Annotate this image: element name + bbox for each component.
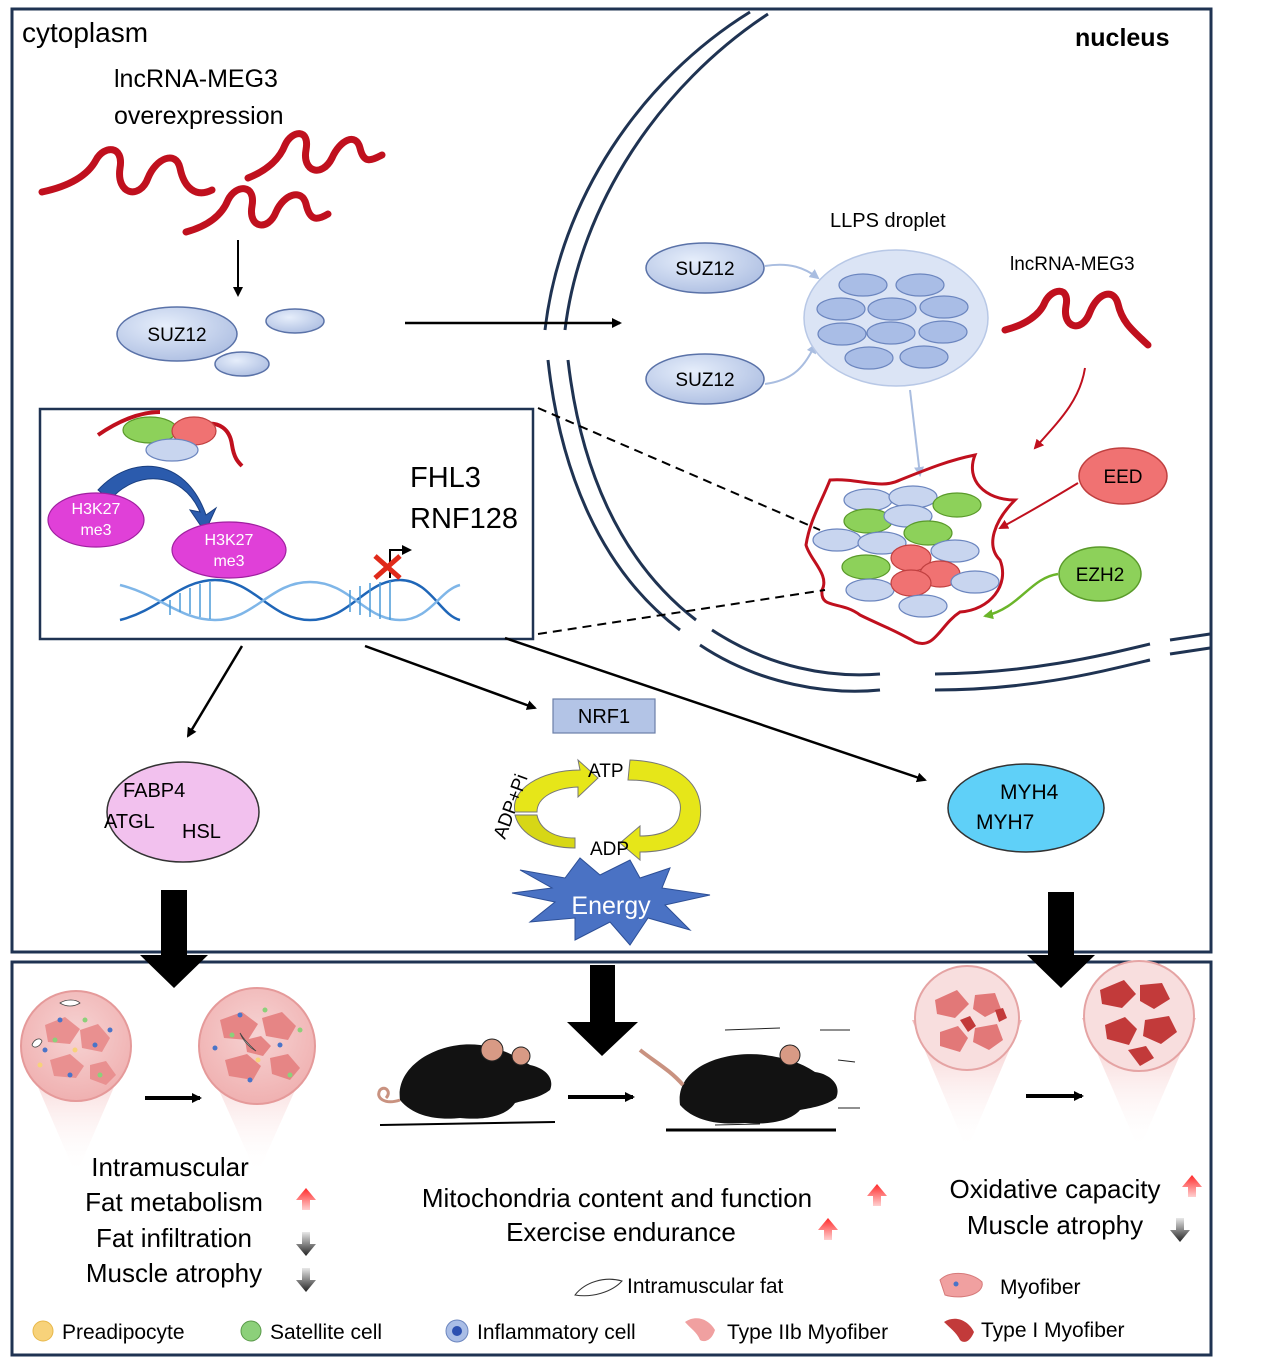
- nuclear-envelope: [543, 10, 1211, 693]
- arrow-to-fat-targets: [186, 645, 244, 738]
- fat-outcome-3: Fat infiltration: [96, 1223, 252, 1253]
- legend: Intramuscular fat Myofiber Preadipocyte …: [32, 1273, 1125, 1344]
- lncrna-nucleus-strand: [1001, 287, 1152, 349]
- fat-targets-oval: FABP4 ATGL HSL: [104, 761, 260, 863]
- muscle-section-after: [198, 987, 316, 1175]
- transcription-blocked-icon: [373, 545, 412, 580]
- suz12-nucleus-lower: SUZ12: [645, 353, 765, 405]
- svg-text:SUZ12: SUZ12: [675, 370, 734, 391]
- lncrna-strands: [38, 130, 386, 236]
- myofiber-icon: [939, 1273, 983, 1298]
- up-arrow-icon: [296, 1188, 316, 1210]
- up-arrow-icon: [1182, 1175, 1202, 1197]
- overexpression-title-line2: overexpression: [114, 102, 284, 130]
- legend-intramuscular-fat: Intramuscular fat: [627, 1275, 784, 1298]
- dna-helix: [119, 578, 461, 622]
- bottom-panel-frame: [10, 960, 1213, 1357]
- gene-rnf128: RNF128: [410, 503, 518, 535]
- legend-satellite-cell: Satellite cell: [270, 1321, 382, 1344]
- fiber-section-before: [912, 965, 1022, 1150]
- nucleus-label: nucleus: [1075, 24, 1169, 52]
- suz12-nucleus-upper: SUZ12: [645, 242, 765, 294]
- lncrna-nucleus-label: lncRNA-MEG3: [1010, 254, 1135, 275]
- oxidative-outcome-2: Muscle atrophy: [967, 1210, 1143, 1240]
- ezh2-oval: EZH2: [1058, 546, 1142, 602]
- arrow-eed-to-complex: [998, 482, 1079, 529]
- legend-inflammatory-cell: Inflammatory cell: [477, 1321, 636, 1344]
- mouse-before: [377, 1038, 556, 1126]
- energy-burst: Energy: [511, 857, 711, 946]
- top-panel-frame: [10, 7, 1213, 954]
- h3k27me3-mark-b: H3K27 me3: [171, 521, 287, 579]
- adp-label: ADP: [590, 839, 629, 860]
- svg-text:me3: me3: [80, 522, 111, 539]
- prc2-complex: [804, 452, 1019, 645]
- arrow-droplet-to-complex: [909, 389, 925, 477]
- legend-type-iib: Type IIb Myofiber: [727, 1321, 888, 1344]
- llps-droplet: [803, 249, 989, 387]
- mito-outcomes: Mitochondria content and function Exerci…: [422, 1183, 887, 1247]
- type-iib-myofiber-icon: [685, 1318, 715, 1342]
- arrow-lncrna-to-complex: [1033, 367, 1086, 450]
- gene-fhl3: FHL3: [410, 462, 481, 494]
- hsl-label: HSL: [182, 821, 221, 843]
- fat-outcome-1: Intramuscular: [91, 1152, 249, 1182]
- oxidative-outcome-1: Oxidative capacity: [950, 1174, 1161, 1204]
- legend-preadipocyte: Preadipocyte: [62, 1321, 185, 1344]
- fiber-section-after: [1082, 960, 1196, 1150]
- atp-cycle: ATP ADP ADP+Pi: [490, 758, 702, 862]
- arrow-to-nrf1: [364, 644, 537, 710]
- atp-label: ATP: [588, 761, 624, 782]
- arrow-to-myh: [504, 636, 927, 783]
- arrow-suz12-lower-to-droplet: [764, 343, 816, 385]
- type-i-myofiber-icon: [944, 1318, 974, 1342]
- myh7-label: MYH7: [976, 811, 1034, 834]
- up-arrow-icon: [867, 1184, 887, 1206]
- svg-text:EED: EED: [1103, 467, 1142, 488]
- fat-outcome-4: Muscle atrophy: [86, 1258, 262, 1288]
- svg-text:me3: me3: [213, 553, 244, 570]
- zoom-line-bottom: [537, 589, 826, 635]
- svg-text:EZH2: EZH2: [1076, 565, 1125, 586]
- llps-droplet-label: LLPS droplet: [830, 210, 946, 232]
- overexpression-title-line1: lncRNA-MEG3: [114, 65, 278, 93]
- down-arrow-icon: [296, 1232, 316, 1256]
- svg-text:SUZ12: SUZ12: [675, 259, 734, 280]
- suz12-cytoplasm-label: SUZ12: [147, 325, 206, 346]
- myh4-label: MYH4: [1000, 781, 1059, 804]
- preadipocyte-icon: [32, 1320, 54, 1342]
- eed-oval: EED: [1078, 447, 1168, 505]
- oxidative-outcomes: Oxidative capacity Muscle atrophy: [950, 1174, 1202, 1242]
- mito-outcome-1: Mitochondria content and function: [422, 1183, 812, 1213]
- satellite-cell-icon: [240, 1320, 262, 1342]
- cytoplasm-label: cytoplasm: [22, 17, 148, 48]
- svg-text:H3K27: H3K27: [205, 532, 254, 549]
- mouse-after: [638, 1027, 860, 1132]
- fat-outcomes: Intramuscular Fat metabolism Fat infiltr…: [85, 1152, 316, 1292]
- intramuscular-fat-icon: [574, 1278, 623, 1297]
- h3k27me3-mark-a: H3K27 me3: [47, 492, 145, 548]
- nrf1-box: NRF1: [552, 698, 656, 734]
- down-arrow-icon: [1170, 1218, 1190, 1242]
- suz12-cytoplasm-group: SUZ12: [116, 306, 325, 377]
- energy-label: Energy: [571, 892, 651, 920]
- myh-oval: MYH4 MYH7: [947, 763, 1105, 853]
- legend-myofiber: Myofiber: [1000, 1276, 1081, 1299]
- svg-text:H3K27: H3K27: [72, 501, 121, 518]
- arrow-ezh2-to-complex: [983, 572, 1059, 620]
- atgl-label: ATGL: [104, 811, 155, 833]
- inset-complex: [96, 410, 244, 468]
- legend-type-i: Type I Myofiber: [981, 1319, 1125, 1342]
- big-down-arrows: [140, 890, 1095, 1056]
- fat-outcome-2: Fat metabolism: [85, 1187, 263, 1217]
- mito-outcome-2: Exercise endurance: [506, 1217, 736, 1247]
- fabp4-label: FABP4: [123, 780, 185, 802]
- muscle-section-before: [20, 990, 132, 1175]
- arrow-suz12-upper-to-droplet: [764, 263, 820, 280]
- up-arrow-icon: [818, 1218, 838, 1240]
- zoom-line-top: [537, 407, 821, 531]
- svg-text:NRF1: NRF1: [578, 706, 630, 728]
- down-arrow-icon: [296, 1268, 316, 1292]
